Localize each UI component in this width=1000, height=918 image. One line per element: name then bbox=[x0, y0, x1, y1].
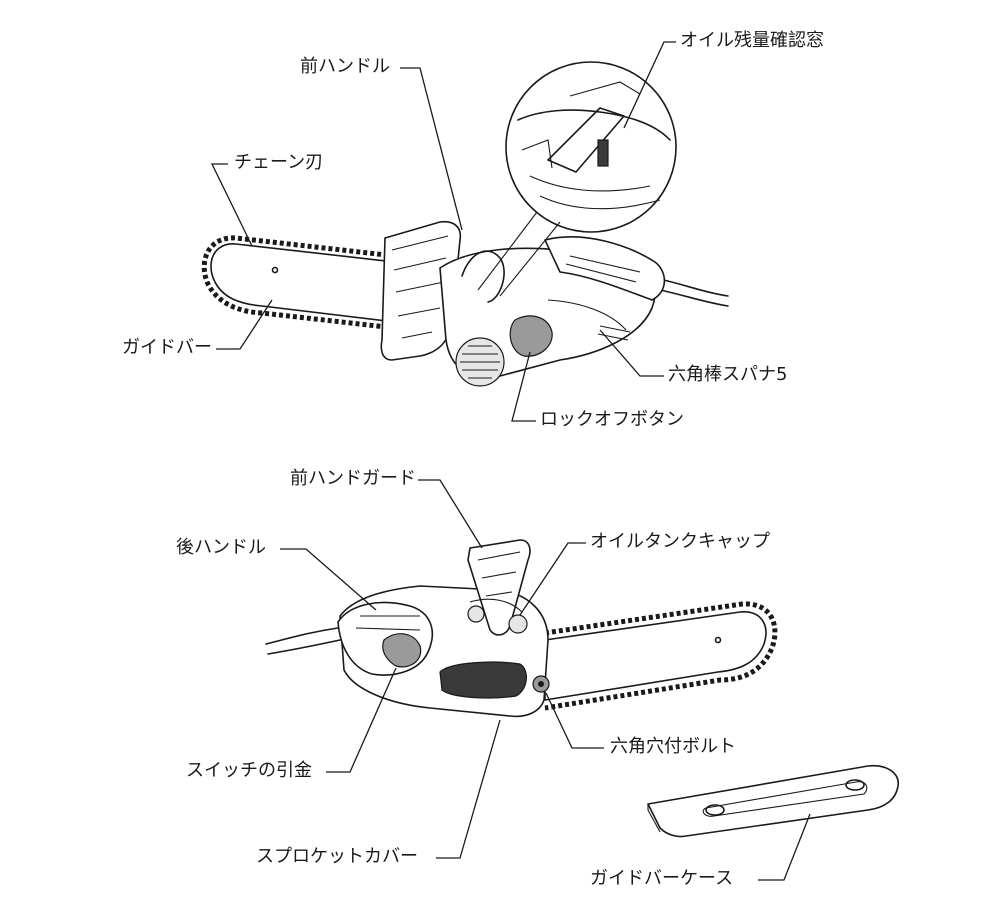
label-hex-socket-bolt: 六角穴付ボルト bbox=[610, 736, 736, 757]
label-front-handle: 前ハンドル bbox=[300, 56, 390, 77]
top-front-hand-guard bbox=[380, 220, 462, 361]
top-guide-bar bbox=[210, 243, 396, 323]
bottom-oil-tank-cap bbox=[508, 614, 528, 634]
bottom-power-cord bbox=[265, 627, 341, 655]
top-oil-window bbox=[597, 139, 609, 167]
top-front-handle bbox=[461, 250, 505, 303]
top-bar-hole bbox=[271, 266, 279, 274]
label-hex-wrench: 六角棒スパナ5 bbox=[668, 364, 788, 385]
bottom-chain bbox=[544, 601, 778, 711]
top-chainsaw bbox=[201, 61, 729, 387]
label-rear-handle: 後ハンドル bbox=[176, 537, 266, 558]
label-oil-tank-cap: オイルタンクキャップ bbox=[590, 531, 770, 552]
label-lock-off-button: ロックオフボタン bbox=[540, 409, 684, 430]
label-guide-bar: ガイドバー bbox=[122, 337, 212, 358]
bottom-switch-trigger bbox=[382, 633, 422, 668]
top-lockoff-button bbox=[509, 315, 553, 357]
bottom-chainsaw bbox=[265, 539, 778, 718]
label-switch-trigger: スイッチの引金 bbox=[186, 760, 312, 781]
top-chain bbox=[201, 235, 396, 331]
label-sprocket-cover: スプロケットカバー bbox=[256, 846, 418, 867]
top-rear-handle bbox=[544, 236, 666, 301]
label-oil-window: オイル残量確認窓 bbox=[680, 30, 824, 51]
label-chain-blade: チェーン刃 bbox=[234, 152, 324, 173]
top-oil-window-zoom bbox=[505, 61, 677, 233]
leader-lines bbox=[210, 41, 811, 881]
bottom-bar-hole bbox=[714, 636, 722, 644]
bottom-sprocket-cover bbox=[439, 661, 527, 699]
label-front-hand-guard: 前ハンドガード bbox=[290, 468, 416, 489]
label-guide-bar-case: ガイドバーケース bbox=[590, 868, 734, 889]
bottom-guide-bar bbox=[544, 611, 767, 701]
guide-bar-case bbox=[647, 764, 899, 838]
